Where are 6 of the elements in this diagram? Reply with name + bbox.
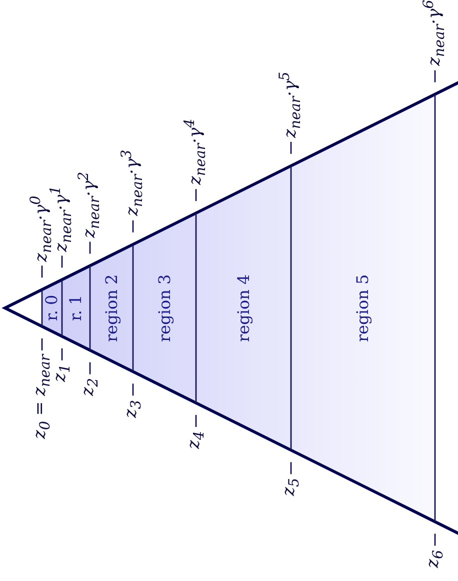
region-label: region 2 bbox=[102, 274, 120, 342]
region-label: region 5 bbox=[354, 274, 372, 342]
region-label: r. 1 bbox=[67, 294, 85, 321]
region-label: r. 0 bbox=[43, 294, 61, 321]
region-label: region 3 bbox=[156, 274, 174, 342]
region-label: region 4 bbox=[234, 274, 252, 342]
